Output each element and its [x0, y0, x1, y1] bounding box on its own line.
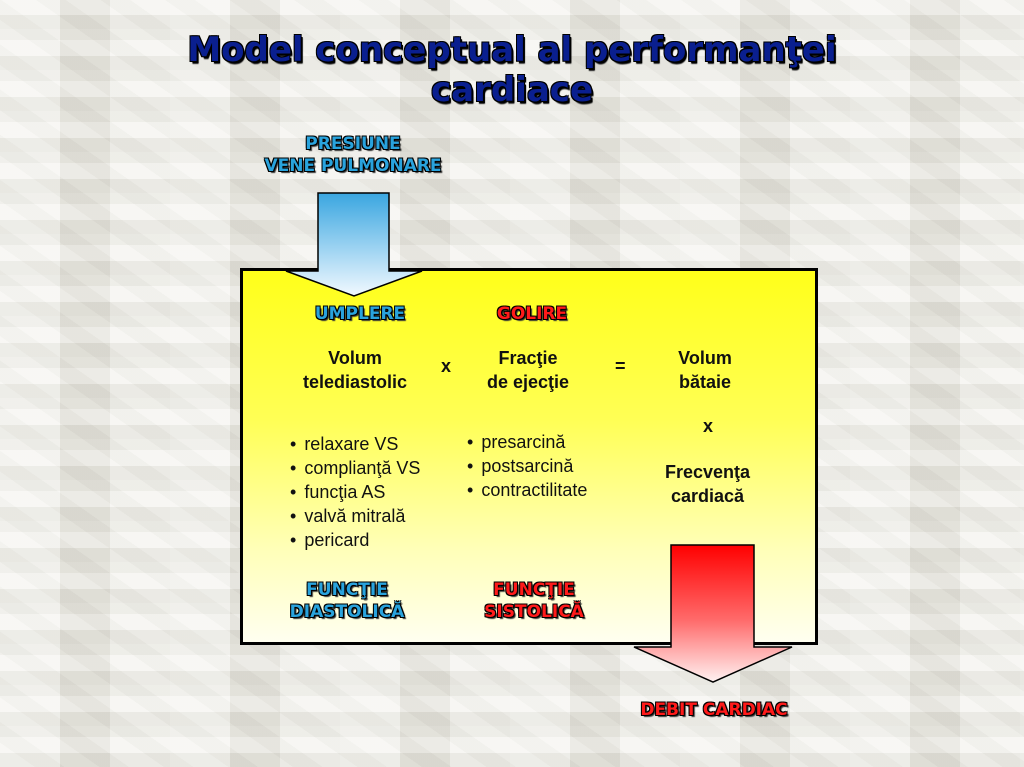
diastolic-function-line-1: FUNCŢIE: [306, 580, 388, 600]
systolic-function-line-2: SISTOLICĂ: [484, 602, 584, 622]
cardiac-output-label: DEBIT CARDIAC: [640, 700, 788, 720]
ejection-fraction: Fracţie de ejecţie: [458, 346, 598, 394]
output-arrow-shape: [633, 544, 793, 683]
title-line-1: Model conceptual al performanţei: [187, 30, 837, 70]
title-line-2: cardiace: [430, 70, 593, 110]
input-label-line-2: VENE PULMONARE: [264, 156, 442, 176]
input-label: PRESIUNE VENE PULMONARE: [228, 133, 478, 177]
emptying-header: GOLIRE: [496, 304, 568, 324]
sv-line-2: bătaie: [678, 372, 732, 392]
input-arrow: [285, 192, 423, 297]
stroke-volume: Volum bătaie: [645, 346, 765, 394]
equals-operator: =: [615, 356, 626, 376]
page-title: Model conceptual al performanţei cardiac…: [0, 30, 1024, 110]
list-item: funcţia AS: [290, 480, 420, 504]
list-item: postsarcină: [467, 454, 587, 478]
sv-line-1: Volum: [678, 348, 732, 368]
heart-rate: Frecvenţa cardiacă: [640, 460, 775, 508]
input-arrow-shape: [285, 192, 423, 297]
edv-line-2: telediastolic: [302, 372, 408, 392]
filling-header: UMPLERE: [314, 304, 406, 324]
input-label-line-1: PRESIUNE: [305, 134, 401, 154]
end-diastolic-volume: Volum telediastolic: [270, 346, 440, 394]
list-item: complianţă VS: [290, 456, 420, 480]
diastolic-factors-list: relaxare VS complianţă VS funcţia AS val…: [290, 432, 420, 552]
list-item: relaxare VS: [290, 432, 420, 456]
edv-line-1: Volum: [328, 348, 382, 368]
diastolic-function-label: FUNCŢIE DIASTOLICĂ: [262, 579, 432, 623]
diastolic-function-line-2: DIASTOLICĂ: [289, 602, 405, 622]
list-item: pericard: [290, 528, 420, 552]
multiply-operator-1: x: [441, 356, 452, 376]
list-item: contractilitate: [467, 478, 587, 502]
ef-line-1: Fracţie: [498, 348, 558, 368]
systolic-function-label: FUNCŢIE SISTOLICĂ: [459, 579, 609, 623]
systolic-function-line-1: FUNCŢIE: [493, 580, 575, 600]
output-arrow: [633, 544, 793, 683]
hr-line-2: cardiacă: [670, 486, 745, 506]
list-item: presarcină: [467, 430, 587, 454]
multiply-operator-2: x: [703, 416, 714, 436]
ef-line-2: de ejecţie: [486, 372, 570, 392]
hr-line-1: Frecvenţa: [664, 462, 751, 482]
list-item: valvă mitrală: [290, 504, 420, 528]
systolic-factors-list: presarcină postsarcină contractilitate: [467, 430, 587, 502]
